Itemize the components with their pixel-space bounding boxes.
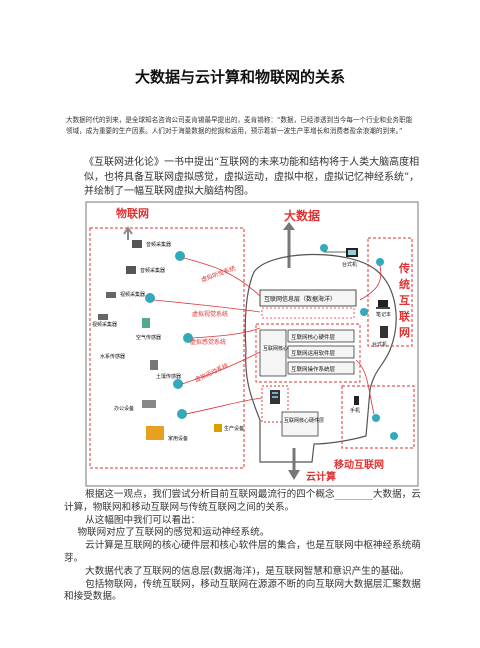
server-group [261, 385, 289, 423]
trad-char-3: 互 [399, 294, 410, 307]
phone-icon [354, 396, 359, 405]
connection-line [191, 327, 261, 339]
iot-region [89, 227, 245, 469]
network-node-icon [183, 333, 193, 343]
home-label: 家用设备 [168, 435, 188, 442]
body-paragraph-2: 从这幅图中我们可以看出： [85, 514, 201, 526]
trad-char-2: 统 [399, 277, 410, 291]
printer-icon [142, 400, 156, 408]
video-collector-label: 视频采集器 [120, 291, 145, 298]
globe-icon [390, 432, 398, 440]
intro-paragraph: 大数据时代的到来，是全球知名咨询公司麦肯锡最早提出的，麦肯锡称：“数据，已经渗透… [66, 116, 413, 135]
app-layer-label: 互联网运用软件层 [291, 349, 336, 357]
connection-line [153, 299, 261, 313]
virtual-motor-label: 虚拟运动系统 [193, 361, 229, 383]
traditional-internet-region [367, 237, 413, 347]
body-paragraph-3: 物联网对应了互联网的感觉和运动神经系统。 [77, 527, 270, 539]
virtual-vision-label: 虚拟视觉系统 [192, 310, 228, 318]
body-paragraph-1: 根据这一观点，我们尝试分析目前互联网最流行的四个概念________大数据，云计… [64, 489, 421, 513]
notebook-icon [376, 300, 390, 309]
cloud-label: 云计算 [306, 470, 336, 483]
home-devices-icon [146, 426, 164, 440]
hw-core-label: 互联网核心硬件层 [284, 417, 324, 424]
server-icon [270, 390, 280, 404]
network-node-icon [175, 251, 185, 261]
arrowhead-icon [283, 222, 295, 230]
os-layer-label: 互联网操作系统层 [291, 365, 336, 373]
audio-collector-label-2: 音频采集器 [140, 267, 165, 274]
os-layer-box [287, 361, 355, 375]
camera-icon-2 [98, 314, 108, 320]
connection-line [359, 265, 382, 301]
forklift-icon [214, 424, 222, 432]
video-collector-label-2: 视频采集器 [92, 321, 117, 328]
soil-sensor-icon [150, 360, 158, 370]
water-sensor-label: 水系传感器 [100, 353, 125, 360]
virtual-sense-label: 虚拟感觉系统 [190, 338, 226, 346]
internet-brain-diagram: 物联网 大数据 互联网信息层（数据海洋） 互联网核心软件层 互联网核心硬件层 互… [85, 201, 419, 487]
trad-char-4: 联 [399, 309, 410, 323]
hw-core-box [281, 411, 319, 437]
notebook-label: 笔记本 [376, 311, 391, 318]
arrowhead-icon [288, 470, 300, 480]
trad-char-5: 网 [399, 326, 410, 339]
up-arrow-icon [123, 226, 133, 240]
globe-icon [360, 308, 368, 316]
air-sensor-label: 空气传感器 [136, 334, 161, 341]
trad-char-1: 传 [398, 261, 410, 275]
body-paragraph-4: 云计算是互联网的核心硬件层和核心软件层的集合，也是互联网中枢神经系统萌芽。 [64, 540, 421, 564]
core-software-group [255, 323, 361, 383]
sw-layer-box [259, 329, 287, 377]
desktop-label-2: 台式机 [372, 341, 387, 348]
sw-layer-label: 互联网核心软件层 [263, 345, 303, 352]
desktop-label: 台式机 [342, 261, 357, 268]
soil-sensor-label: 土壤传感器 [156, 373, 181, 380]
info-layer-dash [261, 307, 355, 319]
info-layer-label: 互联网信息层（数据海洋） [264, 295, 336, 303]
iot-label: 物联网 [116, 206, 149, 220]
body-text: 根据这一观点，我们尝试分析目前互联网最流行的四个概念________大数据，云计… [64, 489, 424, 604]
hw-layer-box [287, 329, 355, 343]
desktop-icon-2 [380, 326, 388, 338]
globe-icon [320, 244, 328, 252]
body-paragraph-6: 包括物联网，传统互联网，移动互联网在源源不断的向互联网大数据层汇聚数据和接受数据… [64, 578, 421, 603]
globe-icon [376, 258, 384, 266]
network-node-icon [145, 293, 155, 303]
paragraph-1: 《互联网进化论》一书中提出“互联网的未来功能和结构将于人类大脑高度相似，也将具备… [84, 157, 420, 197]
body-paragraph-5: 大数据代表了互联网的信息层(数据海洋)，是互联网智慧和意识产生的基础。 [85, 565, 410, 577]
bigdata-label: 大数据 [284, 208, 320, 223]
virtual-hearing-label: 虚拟听觉系统 [200, 264, 237, 284]
connection-line [185, 397, 263, 415]
page-title: 大数据与云计算和物联网的关系 [134, 68, 345, 86]
connection-line [183, 257, 261, 297]
app-layer-box [287, 345, 355, 359]
globe-icon [372, 414, 380, 422]
camera-icon [106, 292, 116, 298]
network-node-icon [177, 409, 187, 419]
desktop-icon [346, 248, 358, 257]
mobile-internet-region [341, 385, 415, 449]
phone-label: 手机 [350, 407, 360, 414]
speaker-icon-2 [126, 266, 136, 274]
air-sensor-icon [142, 318, 150, 328]
production-label: 生产设备 [224, 425, 244, 432]
connection-line [181, 351, 261, 385]
connection-line [355, 359, 375, 415]
hw-layer-label: 互联网核心硬件层 [291, 333, 336, 341]
network-node-icon [173, 379, 183, 389]
audio-collector-label: 音频采集器 [146, 241, 171, 248]
info-layer-box [259, 289, 357, 307]
speaker-icon [132, 240, 142, 248]
mobile-label: 移动互联网 [334, 458, 384, 471]
diagram-frame [85, 201, 419, 487]
office-label: 办公设备 [114, 405, 134, 412]
